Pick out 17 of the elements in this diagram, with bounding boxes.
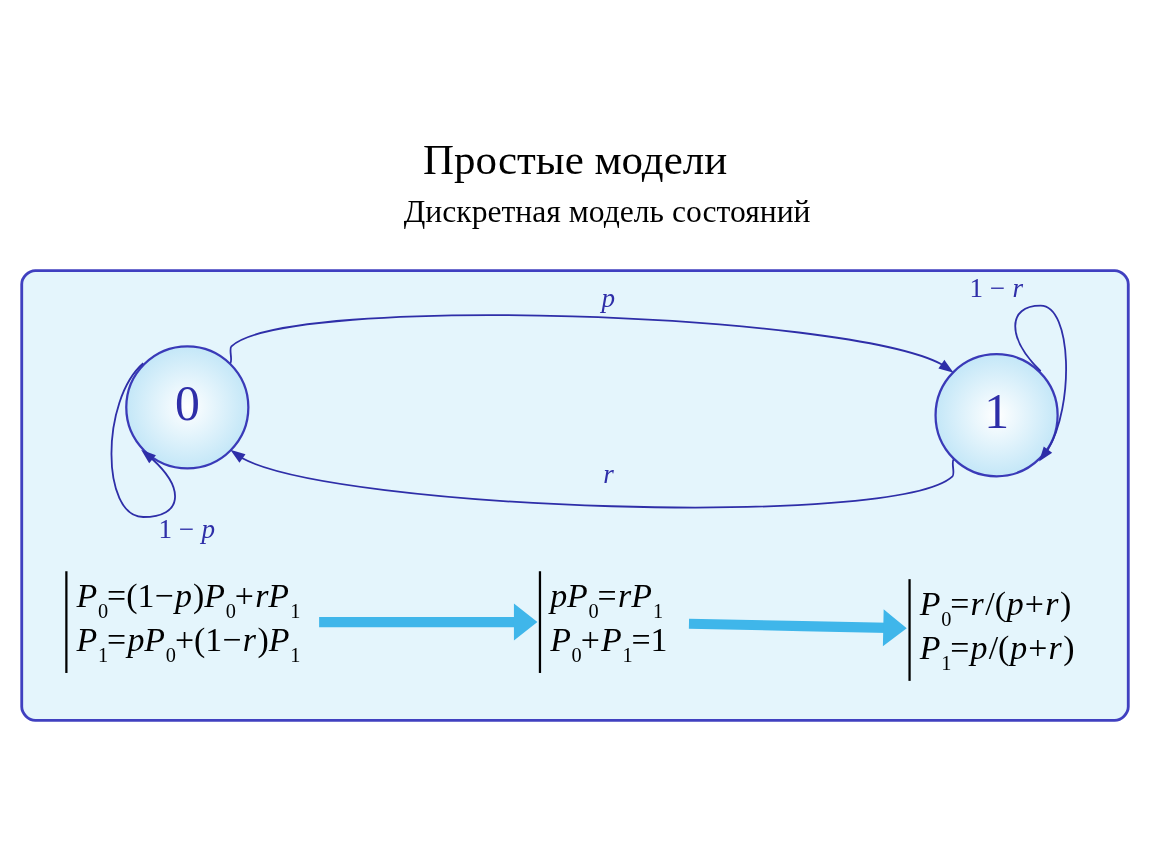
edge-label: p [601, 282, 616, 313]
node-circle: 1 [934, 352, 1059, 477]
arrow [230, 449, 955, 508]
edge-label: r [603, 458, 614, 489]
diagram-title: Простые модели [422, 135, 728, 183]
edge-label: 1 − p [158, 513, 216, 544]
arrow [688, 608, 907, 646]
arrow [319, 603, 538, 641]
node-text: pP$_{0}$=rP$_{1}$ P$_{0}$+P$_{1}$=1 [550, 576, 668, 666]
node-text: P$_{0}$=r/(p+r) P$_{1}$=p/(p+r) [919, 584, 1075, 674]
node-text: P$_{0}$=(1−p)P$_{0}$+rP$_{1}$ P$_{1}$=pP$_{0}$+(1−r)P$_{1}$ [76, 576, 301, 666]
edge-label: 1 − r [969, 272, 1023, 303]
node-circle: 0 [125, 344, 250, 469]
cluster [20, 268, 1130, 722]
arrow [1014, 304, 1067, 462]
label: Дискретная модель состояний [403, 193, 811, 229]
arrow [229, 313, 954, 373]
